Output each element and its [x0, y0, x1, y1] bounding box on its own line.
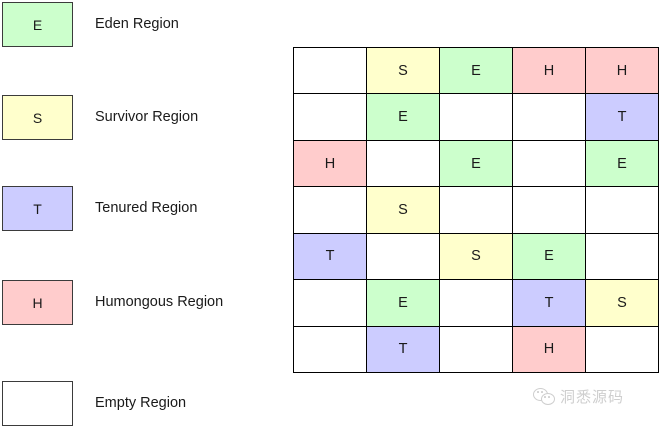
region-cell-empty: [294, 280, 367, 327]
legend-swatch-glyph: S: [32, 109, 43, 126]
region-cell-survivor: S: [367, 48, 440, 95]
legend-item: E Eden Region: [0, 2, 290, 47]
region-cell-empty: [294, 94, 367, 141]
region-cell-empty: [367, 233, 440, 281]
region-cell-humongous: H: [513, 48, 586, 95]
region-cell-humongous: H: [294, 140, 367, 188]
region-cell-empty: [513, 94, 586, 141]
region-cell-empty: [440, 280, 513, 327]
region-cell-empty: [440, 187, 513, 234]
legend-swatch: T: [2, 186, 73, 231]
region-cell-empty: [440, 94, 513, 141]
legend-item-label: Eden Region: [95, 16, 179, 32]
legend-item: H Humongous Region: [0, 280, 290, 325]
region-cell-eden: E: [367, 94, 440, 141]
region-cell-empty: [294, 326, 367, 373]
legend-swatch-glyph: E: [32, 16, 43, 33]
region-cell-empty: [513, 187, 586, 234]
region-cell-empty: [440, 326, 513, 373]
watermark-text: 洞悉源码: [560, 389, 625, 406]
region-cell-survivor: S: [440, 233, 513, 281]
region-cell-humongous: H: [586, 48, 659, 95]
legend-swatch: S: [2, 95, 73, 140]
legend-swatch-glyph: T: [33, 200, 42, 217]
region-cell-eden: E: [513, 233, 586, 281]
region-cell-eden: E: [440, 48, 513, 95]
region-cell-empty: [367, 140, 440, 188]
region-cell-empty: [586, 326, 659, 373]
legend-swatch-glyph: H: [32, 294, 43, 311]
region-cell-tenured: T: [513, 280, 586, 327]
watermark: 洞悉源码: [533, 386, 624, 407]
legend-item-label: Humongous Region: [95, 294, 224, 310]
legend-item: T Tenured Region: [0, 186, 290, 231]
region-cell-empty: [586, 233, 659, 281]
region-cell-empty: [586, 187, 659, 234]
region-cell-empty: [294, 187, 367, 234]
legend-item: Empty Region: [0, 381, 290, 426]
region-cell-empty: [513, 140, 586, 188]
legend-item: S Survivor Region: [0, 95, 290, 140]
region-cell-eden: E: [367, 280, 440, 327]
region-cell-tenured: T: [367, 326, 440, 373]
region-cell-survivor: S: [367, 187, 440, 234]
region-cell-eden: E: [440, 140, 513, 188]
legend-swatch: H: [2, 280, 73, 325]
region-cell-humongous: H: [513, 326, 586, 373]
region-cell-tenured: T: [294, 233, 367, 281]
legend-swatch: [2, 381, 73, 426]
region-cell-survivor: S: [586, 280, 659, 327]
region-cell-empty: [294, 48, 367, 95]
legend-item-label: Tenured Region: [95, 200, 198, 216]
legend-item-label: Survivor Region: [95, 109, 199, 125]
legend-swatch: E: [2, 2, 73, 47]
wechat-icon: [533, 387, 555, 406]
legend-item-label: Empty Region: [95, 395, 187, 411]
region-cell-eden: E: [586, 140, 659, 188]
region-cell-tenured: T: [586, 94, 659, 141]
